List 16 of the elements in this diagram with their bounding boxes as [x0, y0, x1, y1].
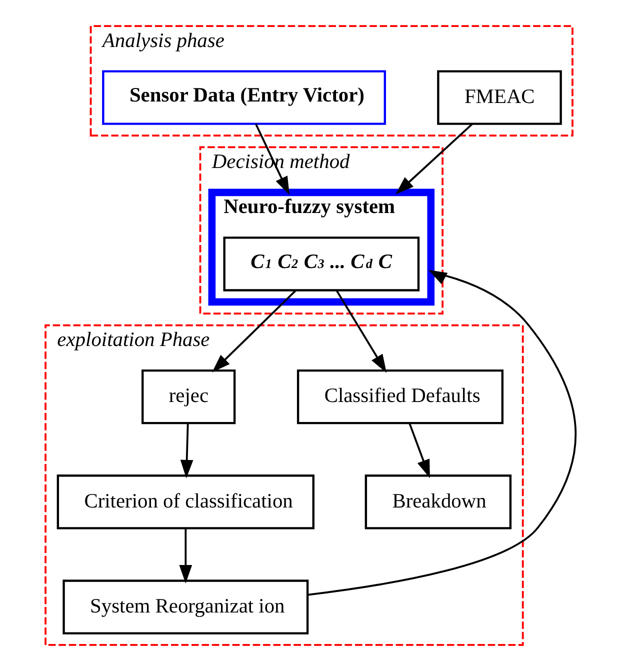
arrow: [179, 528, 192, 584]
node-box: C1 C2 C3 ... Cd C: [223, 236, 420, 292]
arrow: [396, 123, 474, 194]
node-box: Breakdown: [364, 474, 512, 530]
node-box: System Reorganizat ion: [62, 580, 309, 634]
node-box: Classified Defaults: [296, 369, 504, 424]
arrow: [254, 123, 290, 196]
arrow: [212, 290, 296, 372]
node-box: rejec: [142, 369, 236, 424]
node-box: FMEAC: [437, 70, 562, 125]
node-box: Sensor Data (Entry Victor): [102, 70, 386, 125]
node-box: Criterion of classification: [56, 474, 314, 530]
arrow: [308, 270, 576, 596]
arrow: [408, 423, 430, 478]
arrow: [180, 424, 194, 478]
arrow: [336, 290, 387, 373]
